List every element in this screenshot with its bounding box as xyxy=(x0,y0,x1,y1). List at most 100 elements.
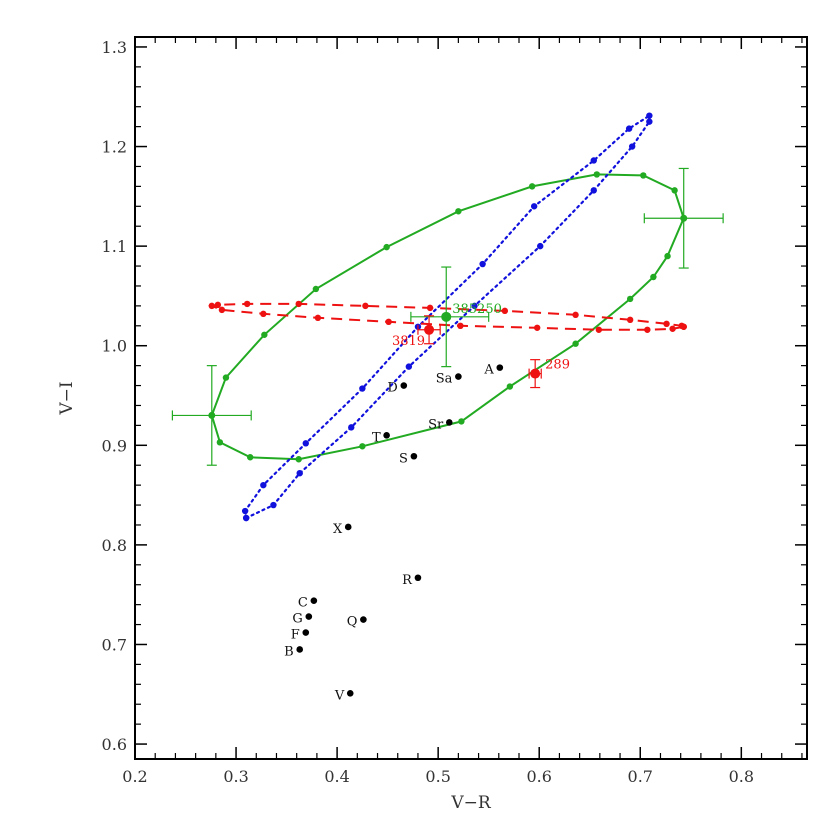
taxonomy-label: Sr xyxy=(428,417,444,432)
x-tick-label: 0.2 xyxy=(122,767,147,786)
red-curve-point xyxy=(644,326,651,333)
blue-curve-point xyxy=(537,242,544,250)
blue-curve-point xyxy=(646,112,653,119)
y-tick-label: 0.9 xyxy=(102,436,127,455)
taxonomy-point xyxy=(414,574,422,582)
green-curve-point xyxy=(359,443,366,450)
green-curve-point xyxy=(455,208,462,215)
blue-curve-point xyxy=(405,363,413,370)
taxonomy-label: F xyxy=(291,628,300,643)
red-curve-point xyxy=(680,323,687,330)
red-curve-point xyxy=(385,318,392,326)
green-curve-point xyxy=(312,285,320,293)
blue-curve-point xyxy=(296,469,303,477)
blue-curve-point xyxy=(590,187,597,194)
taxonomy-label: X xyxy=(333,522,343,537)
red-curve-point xyxy=(314,314,322,322)
taxonomy-label: A xyxy=(483,363,494,378)
red-curve-point xyxy=(626,316,634,324)
x-tick-label: 0.6 xyxy=(526,767,551,786)
red-curve-point xyxy=(426,304,434,312)
taxonomy-label: C xyxy=(298,596,308,611)
object-marker xyxy=(441,311,452,322)
object-label: 289 xyxy=(545,358,570,373)
blue-curve-point xyxy=(628,143,636,150)
taxonomy-label: T xyxy=(372,430,381,445)
green-curve-point xyxy=(671,187,678,194)
object-marker xyxy=(530,368,541,379)
green-curve-point xyxy=(528,183,536,190)
green-curve-point xyxy=(247,454,254,461)
taxonomy-point xyxy=(296,646,304,653)
y-axis-label: V−I xyxy=(57,381,77,415)
green-curve-line xyxy=(210,173,685,461)
taxonomy-point xyxy=(302,629,310,636)
green-curve-point xyxy=(506,383,514,390)
green-curve-point xyxy=(458,418,465,425)
x-axis-label: V−R xyxy=(450,793,492,813)
blue-curve-line xyxy=(243,113,651,520)
y-tick-label: 1.3 xyxy=(102,38,127,57)
blue-curve-point xyxy=(530,203,538,210)
green-curve-point xyxy=(664,252,671,260)
red-curve-point xyxy=(663,320,670,328)
model-curves xyxy=(208,112,687,522)
y-tick-label: 1.2 xyxy=(102,138,127,157)
green-curve-point xyxy=(261,331,268,338)
red-curve-point xyxy=(362,302,369,310)
object-label: 3819 xyxy=(392,334,425,349)
y-tick-label: 0.8 xyxy=(102,536,127,555)
green-curve-point xyxy=(216,439,224,446)
taxonomy-label: Sa xyxy=(436,372,453,387)
y-tick-label: 1.1 xyxy=(102,237,127,256)
green-curve-point xyxy=(593,171,601,178)
taxonomy-point xyxy=(455,373,462,380)
taxonomy-point xyxy=(445,419,453,426)
green-curve-point xyxy=(222,374,230,381)
green-curve-point xyxy=(650,273,657,281)
y-tick-label: 1.0 xyxy=(102,337,127,356)
red-curve-point xyxy=(572,311,579,319)
taxonomy-point xyxy=(305,613,313,620)
taxonomy-point xyxy=(410,452,418,460)
taxonomy-point xyxy=(344,523,352,531)
red-curve-point xyxy=(501,307,509,315)
taxonomy-point xyxy=(496,364,504,371)
taxonomy-label: G xyxy=(292,612,302,627)
blue-curve-point xyxy=(348,424,355,431)
taxonomy-point xyxy=(383,432,390,439)
red-curve-point xyxy=(457,322,464,329)
blue-curve-point xyxy=(590,157,597,164)
taxonomy-label: V xyxy=(334,688,345,703)
blue-curve-point xyxy=(270,501,277,509)
red-curve-point xyxy=(218,306,226,314)
blue-curve-point xyxy=(302,440,309,447)
blue-curve-point xyxy=(241,507,249,515)
y-tick-label: 0.6 xyxy=(102,735,127,754)
extreme-point-marker xyxy=(680,214,688,222)
green-curve-point xyxy=(640,172,647,179)
red-curve-point xyxy=(595,326,603,333)
object-label: 385250 xyxy=(452,302,502,317)
red-curve-point xyxy=(208,302,215,310)
x-tick-label: 0.5 xyxy=(425,767,450,786)
x-tick-label: 0.8 xyxy=(729,767,754,786)
object-points: 385250 3819 289 xyxy=(171,167,724,466)
extreme-point-marker xyxy=(208,411,216,419)
taxonomy-point xyxy=(310,597,318,604)
taxonomy-label: B xyxy=(284,644,294,659)
red-curve-point xyxy=(295,300,302,308)
blue-curve-point xyxy=(260,481,267,489)
blue-curve-point xyxy=(479,260,486,268)
red-curve-point xyxy=(214,301,222,309)
red-curve-point xyxy=(260,310,267,318)
x-tick-label: 0.7 xyxy=(628,767,653,786)
red-curve-point xyxy=(243,300,251,308)
taxonomy-label: S xyxy=(399,451,408,466)
taxonomy-label: R xyxy=(402,573,413,588)
y-tick-label: 0.7 xyxy=(102,635,127,654)
x-tick-label: 0.3 xyxy=(223,767,248,786)
blue-curve-point xyxy=(646,118,653,125)
